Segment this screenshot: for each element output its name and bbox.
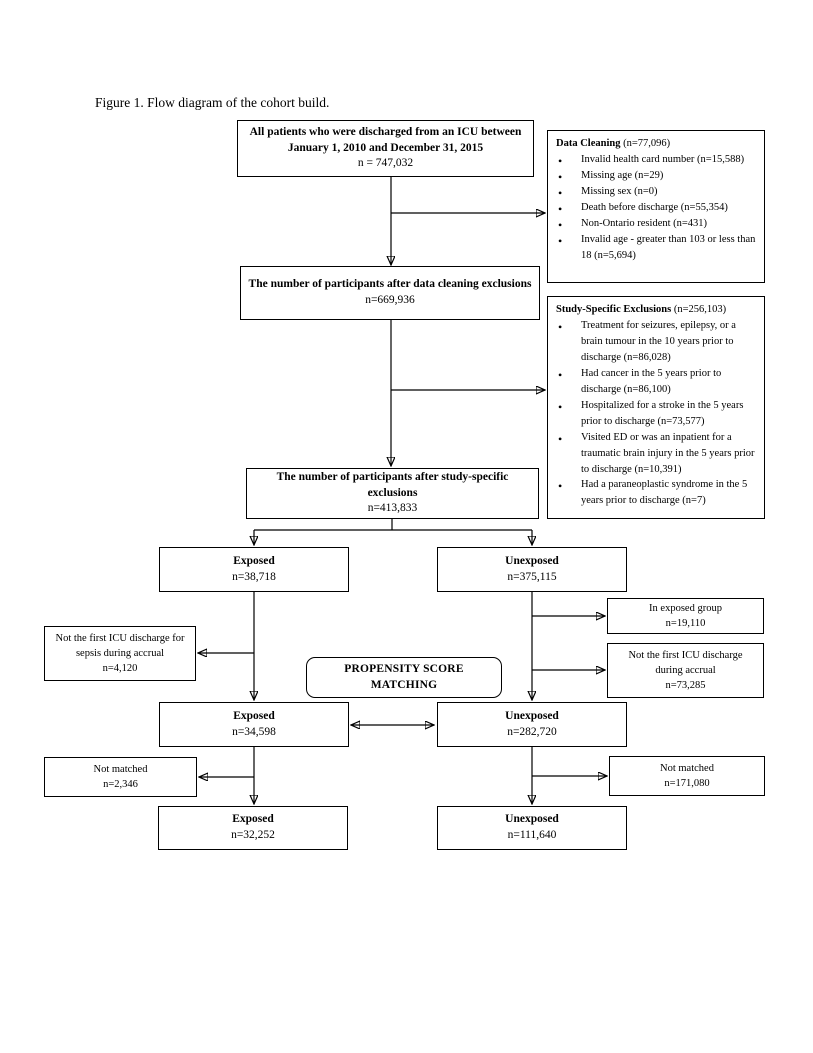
box-exposed-final: Exposed n=32,252	[158, 806, 348, 850]
study-specific-item: Had cancer in the 5 years prior to disch…	[556, 366, 756, 398]
after-study-specific-count: n=413,833	[367, 502, 418, 515]
box-in-exposed-group: In exposed group n=19,110	[607, 598, 764, 634]
after-data-cleaning-title: The number of participants after data cl…	[248, 278, 532, 291]
study-specific-count: (n=256,103)	[671, 304, 727, 315]
not-first-icu-sepsis-count: n=4,120	[102, 663, 138, 675]
box-exposed-accrual: Exposed n=34,598	[159, 702, 349, 747]
in-exposed-group-count: n=19,110	[665, 618, 706, 629]
not-first-icu-unexposed-count: n=73,285	[665, 680, 706, 692]
unexposed-initial-title: Unexposed	[505, 554, 559, 567]
box-unexposed-final: Unexposed n=111,640	[437, 806, 627, 850]
box-data-cleaning-exclusions: Data Cleaning (n=77,096) Invalid health …	[547, 130, 765, 283]
box-unexposed-accrual: Unexposed n=282,720	[437, 702, 627, 747]
psm-line2: MATCHING	[370, 678, 438, 691]
after-study-specific-title: The number of participants after study-s…	[276, 470, 509, 499]
unexposed-final-title: Unexposed	[505, 813, 559, 826]
not-matched-unexposed-text: Not matched	[660, 762, 714, 774]
box-all-patients: All patients who were discharged from an…	[237, 120, 534, 177]
not-matched-exposed-count: n=2,346	[103, 779, 138, 790]
data-cleaning-item: Missing sex (n=0)	[556, 184, 756, 202]
study-specific-title-text: Study-Specific Exclusions	[556, 304, 672, 315]
not-first-icu-unexposed-text: Not the first ICU discharge during accru…	[628, 649, 743, 676]
study-specific-title: Study-Specific Exclusions (n=256,103)	[556, 302, 726, 318]
all-patients-line2: January 1, 2010 and December 31, 2015	[287, 141, 484, 154]
box-exposed-initial: Exposed n=38,718	[159, 547, 349, 592]
study-specific-item: Visited ED or was an inpatient for a tra…	[556, 430, 756, 478]
not-matched-exposed-text: Not matched	[93, 763, 148, 775]
box-study-specific-exclusions: Study-Specific Exclusions (n=256,103) Tr…	[547, 296, 765, 519]
box-after-data-cleaning: The number of participants after data cl…	[240, 266, 540, 320]
exposed-initial-title: Exposed	[233, 554, 275, 567]
study-specific-item: Hospitalized for a stroke in the 5 years…	[556, 398, 756, 430]
box-not-first-icu-sepsis: Not the first ICU discharge for sepsis d…	[44, 626, 196, 681]
data-cleaning-title: Data Cleaning (n=77,096)	[556, 136, 670, 152]
unexposed-initial-count: n=375,115	[507, 570, 557, 583]
in-exposed-group-text: In exposed group	[649, 602, 722, 614]
exposed-initial-count: n=38,718	[232, 570, 276, 583]
unexposed-accrual-count: n=282,720	[507, 725, 557, 738]
data-cleaning-list: Invalid health card number (n=15,588) Mi…	[556, 152, 756, 264]
box-not-matched-unexposed: Not matched n=171,080	[609, 756, 765, 796]
box-propensity-score-matching: PROPENSITY SCORE MATCHING	[306, 657, 502, 698]
data-cleaning-item: Non-Ontario resident (n=431)	[556, 216, 756, 234]
all-patients-count: n = 747,032	[357, 157, 414, 170]
unexposed-accrual-title: Unexposed	[505, 709, 559, 722]
exposed-final-title: Exposed	[232, 813, 274, 826]
exposed-accrual-count: n=34,598	[232, 725, 276, 738]
box-not-first-icu-unexposed: Not the first ICU discharge during accru…	[607, 643, 764, 698]
data-cleaning-count: (n=77,096)	[620, 138, 671, 149]
not-matched-unexposed-count: n=171,080	[664, 778, 710, 789]
figure-caption: Figure 1. Flow diagram of the cohort bui…	[95, 95, 330, 110]
study-specific-list: Treatment for seizures, epilepsy, or a b…	[556, 318, 756, 509]
study-specific-item: Treatment for seizures, epilepsy, or a b…	[556, 318, 756, 366]
exposed-final-count: n=32,252	[231, 829, 275, 841]
box-unexposed-initial: Unexposed n=375,115	[437, 547, 627, 592]
not-first-icu-sepsis-text: Not the first ICU discharge for sepsis d…	[55, 632, 185, 659]
study-specific-item: Had a paraneoplastic syndrome in the 5 y…	[556, 477, 756, 509]
data-cleaning-item: Invalid age - greater than 103 or less t…	[556, 232, 756, 264]
psm-line1: PROPENSITY SCORE	[344, 662, 464, 675]
box-after-study-specific: The number of participants after study-s…	[246, 468, 539, 519]
all-patients-line1: All patients who were discharged from an…	[249, 125, 522, 138]
data-cleaning-item: Missing age (n=29)	[556, 168, 756, 186]
box-not-matched-exposed: Not matched n=2,346	[44, 757, 197, 797]
data-cleaning-item: Death before discharge (n=55,354)	[556, 200, 756, 218]
data-cleaning-title-text: Data Cleaning	[556, 138, 621, 149]
after-data-cleaning-count: n=669,936	[365, 294, 415, 306]
unexposed-final-count: n=111,640	[507, 829, 557, 841]
exposed-accrual-title: Exposed	[233, 709, 275, 722]
data-cleaning-item: Invalid health card number (n=15,588)	[556, 152, 756, 170]
